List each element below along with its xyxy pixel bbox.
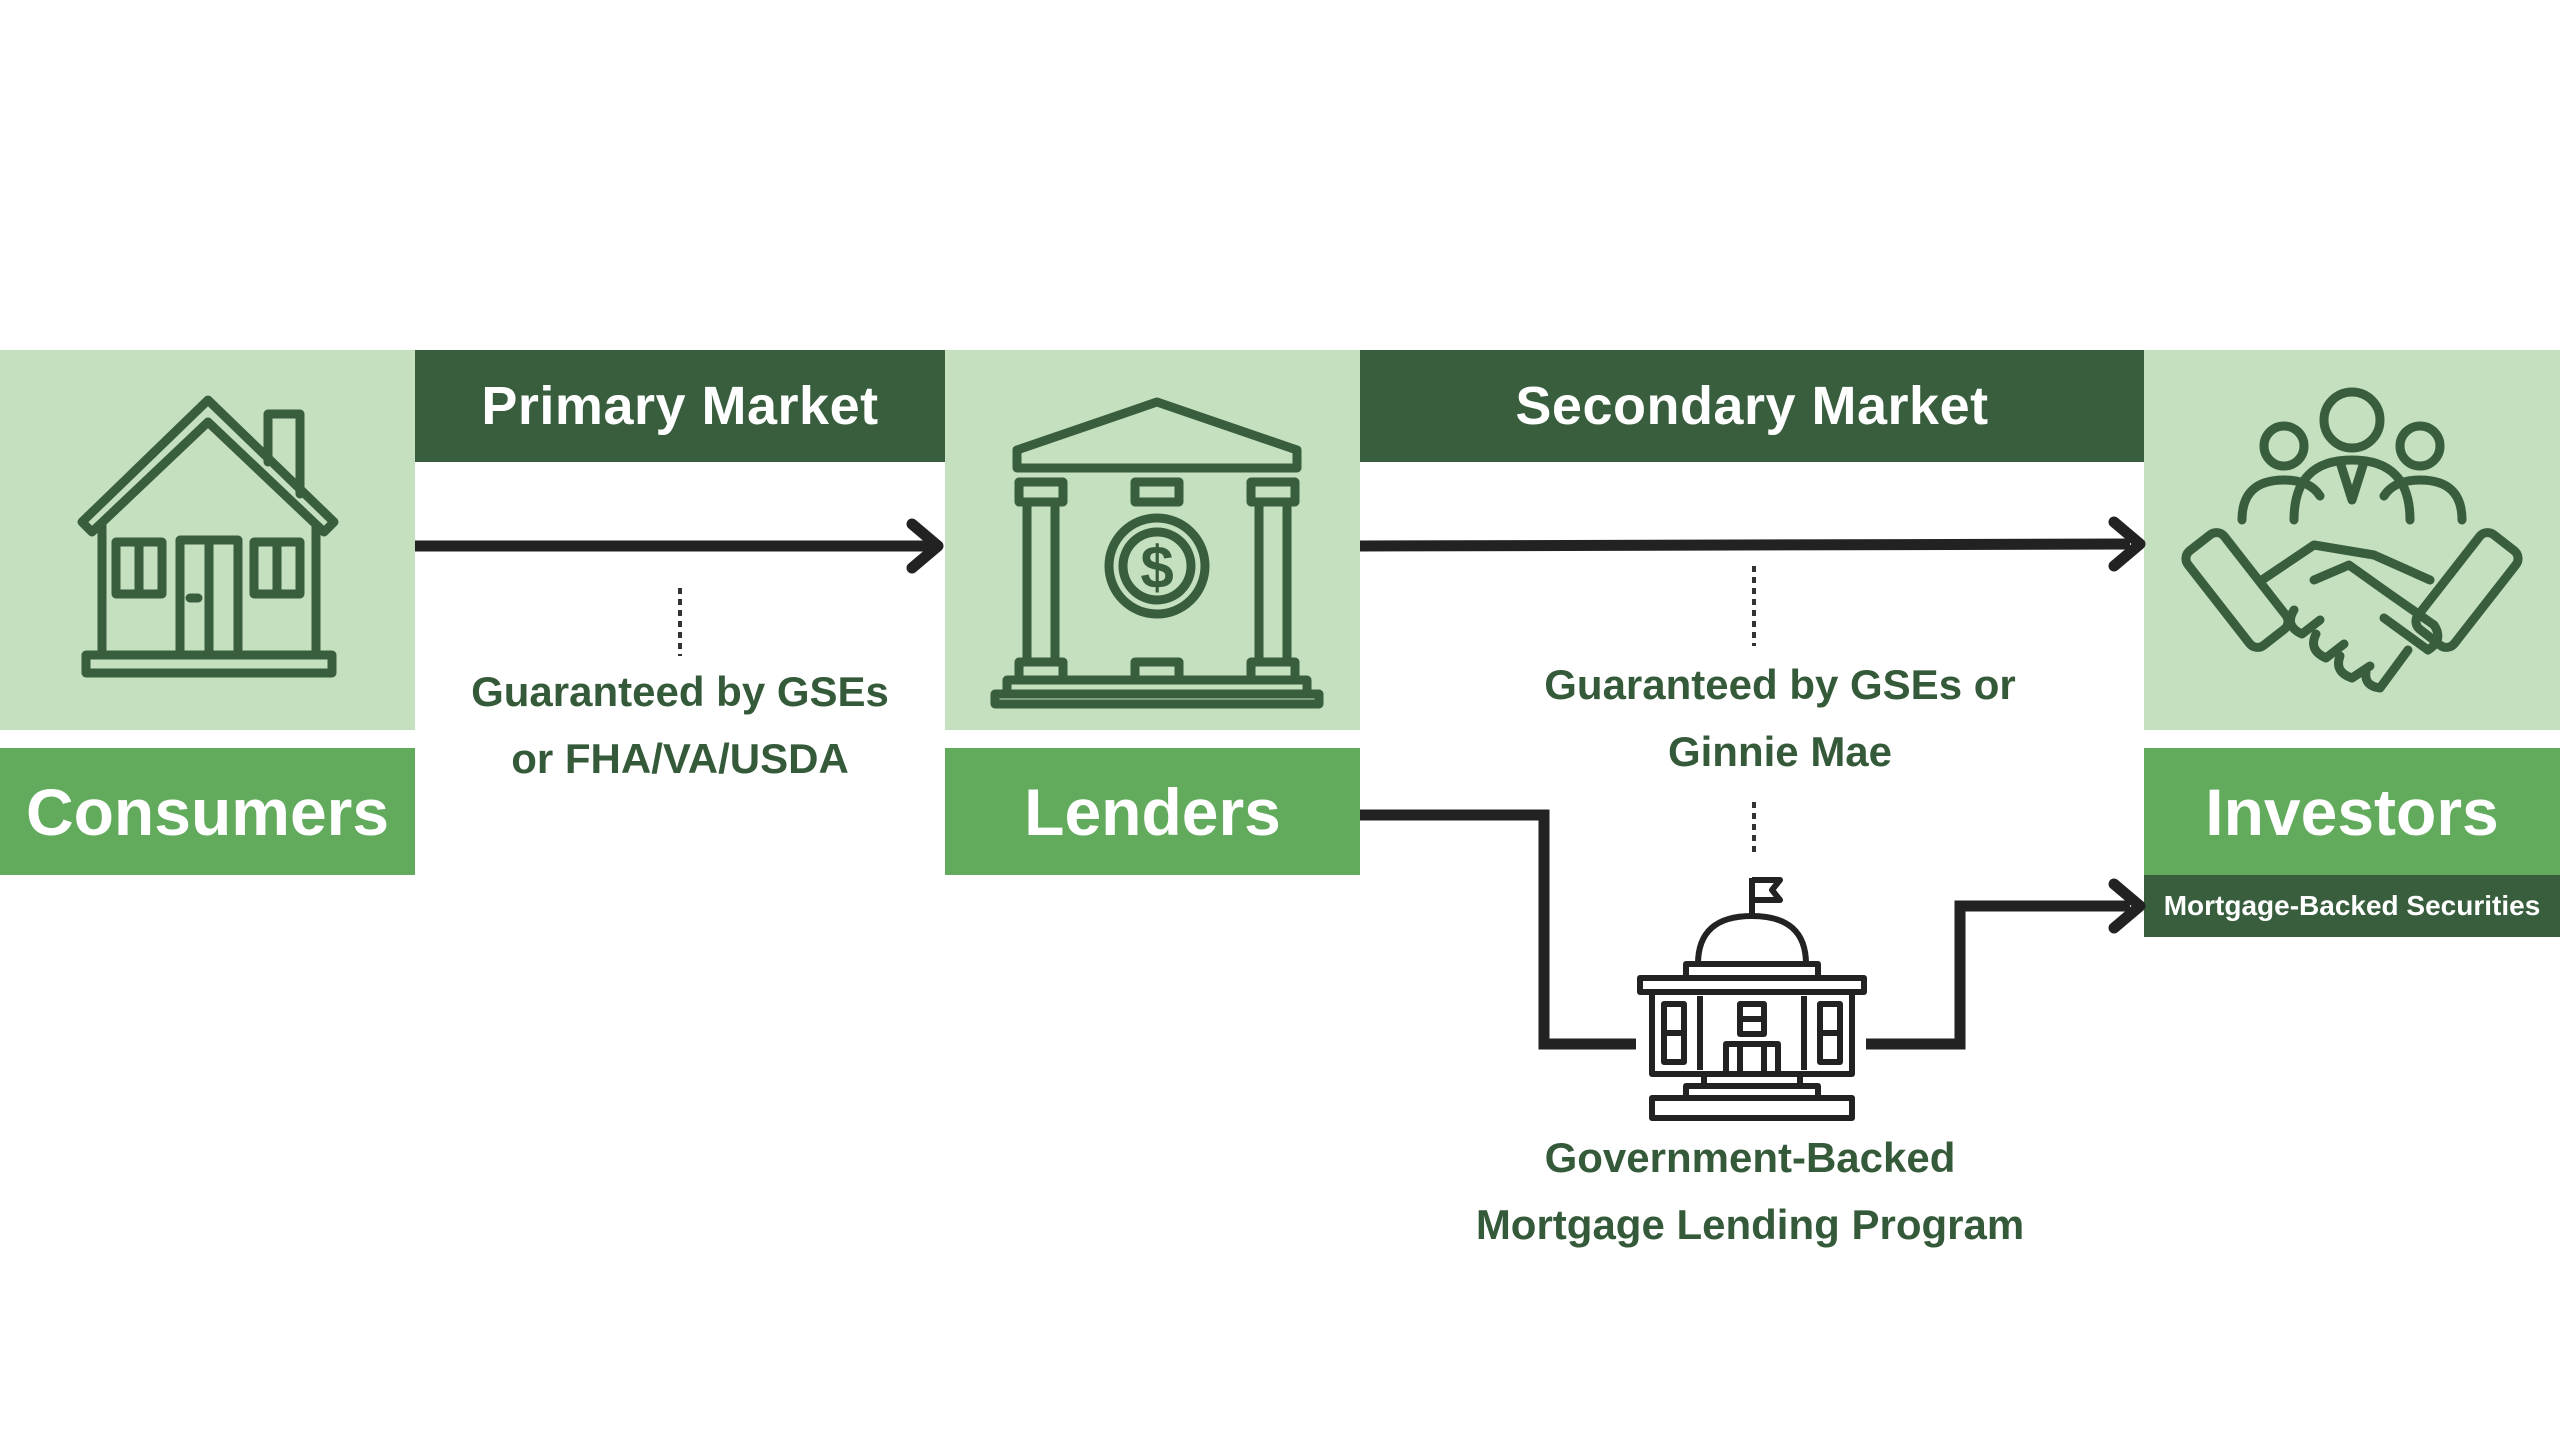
consumers-label: Consumers	[0, 748, 415, 875]
bank-icon: $	[990, 397, 1324, 709]
consumers-icon-panel	[0, 350, 415, 730]
secondary-market-bar: Secondary Market	[1360, 350, 2144, 462]
lenders-to-government-connector	[1360, 809, 1636, 1050]
primary-arrowhead	[906, 518, 944, 574]
mbs-arrowhead	[2108, 878, 2146, 934]
handshake-icon	[2181, 387, 2523, 693]
primary-guarantee-note: Guaranteed by GSEs or FHA/VA/USDA	[420, 658, 940, 792]
investors-icon-panel	[2144, 350, 2560, 730]
secondary-market-arrow	[1359, 538, 2131, 552]
investors-label: Investors	[2144, 748, 2560, 875]
dollar-sign: $	[1140, 534, 1173, 601]
government-to-investors-connector	[1866, 900, 2130, 1050]
government-program-line1: Government-Backed	[1544, 1134, 1956, 1181]
lenders-icon-panel: $	[945, 350, 1360, 730]
secondary-note-line2: Ginnie Mae	[1667, 728, 1893, 775]
secondary-note-line1: Guaranteed by GSEs or	[1544, 661, 2016, 708]
primary-note-line1: Guaranteed by GSEs	[471, 668, 889, 715]
lenders-label: Lenders	[945, 748, 1360, 875]
house-icon	[77, 395, 339, 678]
government-program-caption: Government-Backed Mortgage Lending Progr…	[1400, 1124, 2100, 1258]
government-program-line2: Mortgage Lending Program	[1475, 1201, 2025, 1248]
mbs-badge: Mortgage-Backed Securities	[2144, 875, 2560, 937]
government-building-icon	[1637, 877, 1867, 1121]
secondary-arrowhead	[2108, 516, 2146, 572]
secondary-guarantee-note: Guaranteed by GSEs or Ginnie Mae	[1480, 651, 2080, 785]
primary-note-line2: or FHA/VA/USDA	[511, 735, 849, 782]
primary-market-bar: Primary Market	[415, 350, 945, 462]
